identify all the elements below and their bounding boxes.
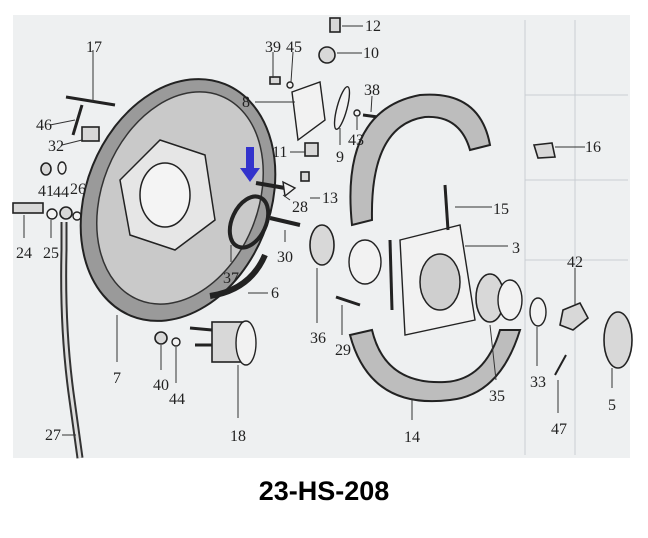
label-35: 35	[489, 388, 505, 405]
seal-37	[227, 194, 271, 250]
spring-15	[443, 184, 450, 231]
label-16: 16	[585, 139, 601, 156]
screw-29	[335, 295, 361, 307]
washer-25	[46, 208, 58, 220]
label-25: 25	[43, 245, 59, 262]
label-44: 44	[53, 184, 69, 201]
retainer-6	[209, 253, 268, 299]
bearing-cup	[348, 239, 382, 285]
label-37: 37	[223, 270, 239, 287]
label-36: 36	[310, 330, 326, 347]
label-18: 18	[230, 428, 246, 445]
label-38: 38	[364, 82, 380, 99]
label-11: 11	[272, 144, 287, 161]
label-45: 45	[286, 39, 302, 56]
banjo	[59, 206, 73, 220]
washer-43	[353, 109, 361, 117]
label-46: 46	[36, 117, 52, 134]
label-41: 41	[38, 183, 54, 200]
leader-lines	[23, 25, 613, 436]
castle-nut-42	[559, 301, 590, 331]
label-30: 30	[277, 249, 293, 266]
backing-plate	[79, 78, 277, 322]
plate-9	[333, 86, 351, 130]
label-44b: 44	[169, 391, 185, 408]
label-29: 29	[335, 342, 351, 359]
label-26: 26	[70, 181, 86, 198]
cotter-pin-47	[554, 354, 567, 376]
brake-shoe-lower-14	[348, 328, 522, 403]
label-6: 6	[271, 285, 279, 302]
cap-11	[304, 142, 319, 157]
label-17: 17	[86, 39, 102, 56]
part-number-labels: 17 39 45 12 10 38 8 46 43 32 11 9 16 41 …	[16, 18, 616, 446]
pin-46	[71, 104, 84, 136]
label-12: 12	[365, 18, 381, 35]
label-27: 27	[45, 427, 61, 444]
bush-32	[81, 126, 100, 142]
cog-10	[318, 46, 336, 64]
label-32: 32	[48, 138, 64, 155]
label-28: 28	[292, 199, 308, 216]
bolt-30	[269, 216, 301, 227]
label-47: 47	[551, 421, 567, 438]
washer-26	[72, 211, 82, 221]
bolt-13	[300, 171, 310, 182]
label-5: 5	[608, 397, 616, 414]
label-14: 14	[404, 429, 420, 446]
brake-shoe-upper	[349, 93, 492, 227]
hub-cap-5	[603, 311, 633, 369]
washer-45	[286, 81, 294, 89]
washer-33	[529, 297, 547, 327]
label-39: 39	[265, 39, 281, 56]
bolt-39	[269, 76, 281, 85]
label-15: 15	[493, 201, 509, 218]
nut-40	[154, 331, 168, 345]
hose-union-24	[12, 202, 44, 214]
washer-44b	[171, 337, 181, 347]
clip-16	[532, 142, 556, 159]
label-33: 33	[530, 374, 546, 391]
bolt-28	[255, 181, 286, 190]
washer-44	[57, 161, 67, 175]
label-10: 10	[363, 45, 379, 62]
label-8: 8	[242, 94, 250, 111]
part-number-caption: 23-HS-208	[258, 476, 390, 506]
label-43: 43	[348, 132, 364, 149]
label-7: 7	[113, 370, 121, 387]
adjuster-body-8	[291, 81, 326, 142]
label-9: 9	[336, 149, 344, 166]
label-42: 42	[567, 254, 583, 271]
background-table-lines	[524, 20, 628, 455]
indicator-arrow-icon	[240, 147, 260, 182]
label-3: 3	[512, 240, 520, 257]
label-40: 40	[153, 377, 169, 394]
pin-17	[65, 95, 116, 107]
bearing-36	[309, 224, 335, 266]
wheel-cylinder	[189, 320, 257, 366]
label-13: 13	[322, 190, 338, 207]
bolt-12	[329, 17, 341, 33]
label-24: 24	[16, 245, 32, 262]
spring	[388, 239, 394, 311]
nut-41	[40, 162, 52, 176]
